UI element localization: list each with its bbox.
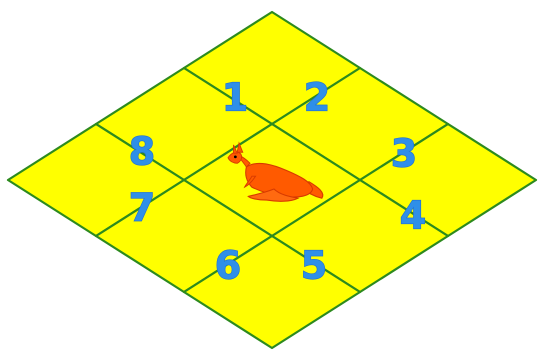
tile-number-2: 2 — [304, 76, 330, 120]
tile-number-3: 3 — [391, 132, 417, 176]
tile-number-5: 5 — [301, 244, 327, 288]
tile-number-7: 7 — [129, 186, 155, 230]
tile-number-8: 8 — [129, 130, 155, 174]
kangaroo-eye — [234, 155, 237, 158]
tile-number-6: 6 — [215, 244, 241, 288]
tile-number-1: 1 — [222, 76, 248, 120]
tile-number-4: 4 — [400, 194, 426, 238]
